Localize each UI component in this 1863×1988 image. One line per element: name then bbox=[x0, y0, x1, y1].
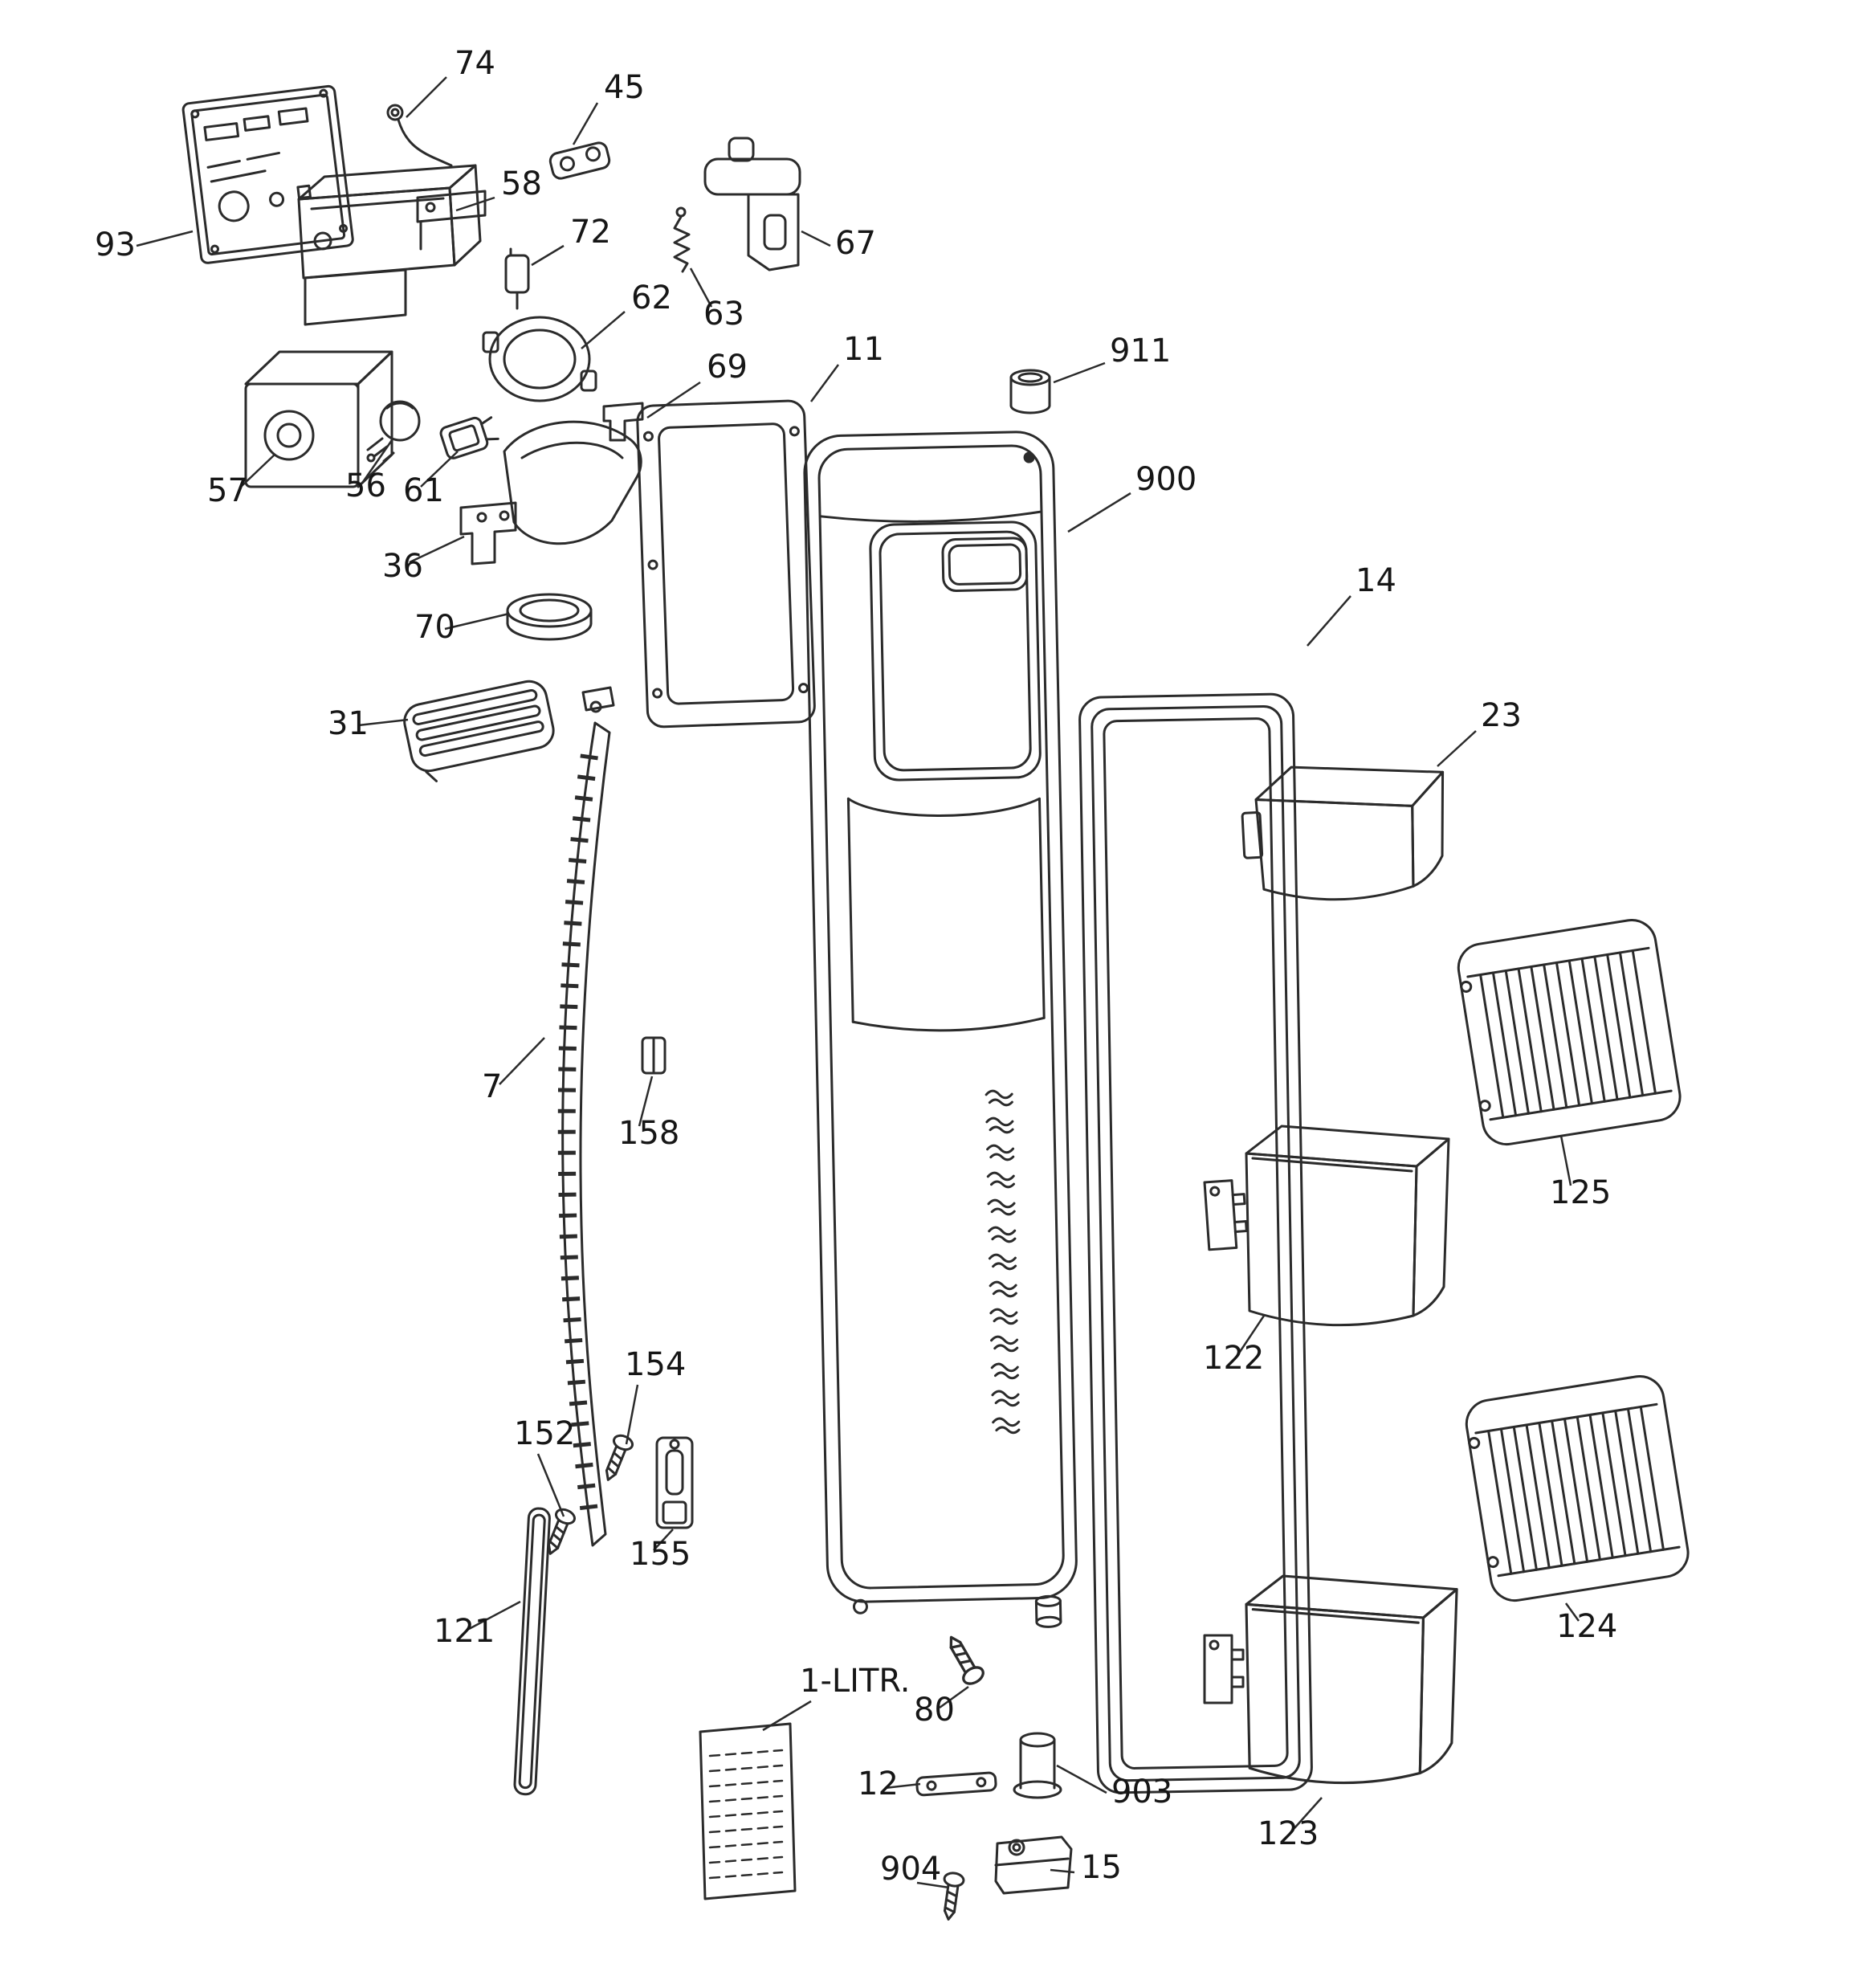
leader-lines bbox=[136, 76, 1580, 1889]
drip-tray-grille bbox=[403, 680, 555, 782]
callout-57: 57 bbox=[207, 472, 248, 509]
callout-63: 63 bbox=[703, 296, 744, 333]
callout-121: 121 bbox=[434, 1613, 495, 1650]
door-bin-middle bbox=[1203, 1125, 1450, 1327]
callout-911: 911 bbox=[1110, 333, 1171, 369]
door-gasket bbox=[1078, 692, 1313, 1794]
callout-11: 11 bbox=[843, 331, 884, 368]
callout-15: 15 bbox=[1081, 1849, 1122, 1886]
callout-58: 58 bbox=[501, 165, 542, 202]
callout-122: 122 bbox=[1203, 1340, 1264, 1377]
instruction-booklet bbox=[699, 1722, 797, 1900]
bearing-cap bbox=[1009, 369, 1051, 414]
callout-80: 80 bbox=[914, 1692, 955, 1729]
lamp-socket bbox=[439, 416, 499, 459]
sensor-wire bbox=[386, 104, 453, 167]
callout-123: 123 bbox=[1258, 1815, 1319, 1852]
callout-904: 904 bbox=[880, 1851, 941, 1888]
chute-collar bbox=[506, 593, 593, 641]
handle-bracket bbox=[655, 1436, 694, 1529]
dairy-bin bbox=[1241, 765, 1445, 901]
actuator-clip bbox=[504, 247, 530, 310]
mounting-bracket bbox=[416, 190, 487, 251]
handle-clip bbox=[641, 1036, 667, 1075]
wire-basket-upper bbox=[1455, 916, 1683, 1148]
callout-61: 61 bbox=[403, 472, 444, 509]
solenoid-bracket bbox=[459, 501, 517, 565]
dispenser-actuator bbox=[703, 137, 801, 271]
dispenser-recess-panel bbox=[636, 399, 816, 729]
freezer-door bbox=[803, 431, 1078, 1628]
callout-36: 36 bbox=[382, 548, 423, 585]
callout-45: 45 bbox=[604, 69, 645, 106]
callout-12: 12 bbox=[858, 1766, 899, 1802]
callout-74: 74 bbox=[455, 45, 495, 82]
callout-154: 154 bbox=[625, 1346, 686, 1383]
callout-900: 900 bbox=[1135, 461, 1196, 498]
screw-154 bbox=[597, 1431, 636, 1485]
callout-158: 158 bbox=[618, 1115, 679, 1152]
callout-125: 125 bbox=[1550, 1174, 1611, 1211]
shoulder-screw-80 bbox=[940, 1631, 988, 1688]
callout-14: 14 bbox=[1355, 562, 1396, 599]
dispenser-scoop bbox=[503, 420, 642, 545]
screw-152 bbox=[540, 1505, 578, 1559]
trim-strip bbox=[513, 1507, 551, 1796]
callout-1-litr: 1-LITR. bbox=[800, 1663, 910, 1700]
auger-motor-housing bbox=[244, 350, 393, 488]
callout-155: 155 bbox=[630, 1536, 691, 1573]
fan-shroud-ring bbox=[482, 316, 597, 402]
spring bbox=[673, 206, 691, 273]
callout-62: 62 bbox=[631, 280, 672, 316]
callout-124: 124 bbox=[1556, 1608, 1617, 1645]
dispenser-control-board bbox=[181, 84, 354, 264]
bottom-hinge bbox=[994, 1835, 1073, 1895]
hinge-pin-bushing bbox=[1013, 1732, 1062, 1799]
callout-70: 70 bbox=[414, 609, 455, 646]
callout-67: 67 bbox=[835, 225, 876, 262]
hinge-shim bbox=[915, 1771, 997, 1797]
callout-69: 69 bbox=[707, 349, 748, 386]
callouts: 74 45 58 72 93 62 67 63 69 11 911 900 57… bbox=[95, 45, 1617, 1888]
callout-56: 56 bbox=[345, 467, 386, 504]
door-handle-trim bbox=[557, 686, 615, 1547]
screw-904 bbox=[937, 1870, 966, 1922]
bracket-plate bbox=[548, 141, 611, 180]
callout-7: 7 bbox=[482, 1068, 502, 1105]
callout-152: 152 bbox=[514, 1415, 575, 1452]
door-bin-lower bbox=[1203, 1574, 1458, 1785]
callout-93: 93 bbox=[95, 227, 136, 263]
callout-31: 31 bbox=[328, 705, 369, 742]
callout-72: 72 bbox=[570, 214, 611, 251]
wire-basket-lower bbox=[1463, 1373, 1691, 1604]
light-bulb bbox=[366, 400, 421, 463]
callout-23: 23 bbox=[1481, 697, 1522, 734]
dispenser-module-chassis bbox=[297, 164, 482, 326]
callout-903: 903 bbox=[1111, 1774, 1172, 1810]
